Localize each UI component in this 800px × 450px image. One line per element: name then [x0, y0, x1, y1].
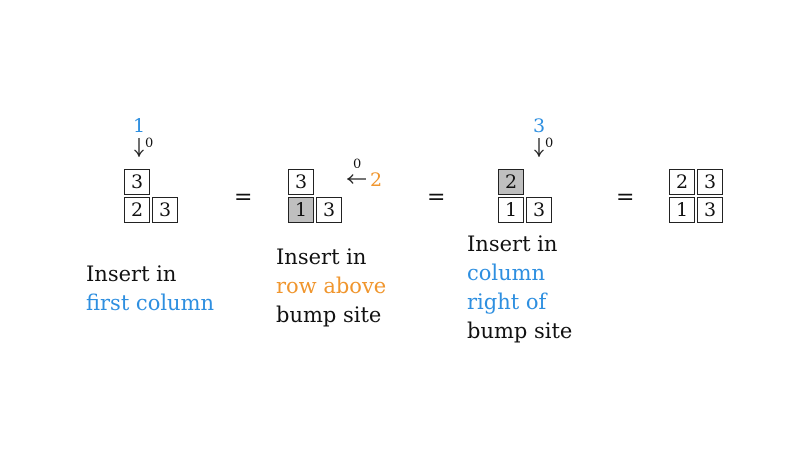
- caption-2: Insert in row above bump site: [276, 243, 386, 330]
- caption-3-line-2: column: [467, 261, 546, 285]
- tableau-3-top-0: 2: [498, 169, 524, 195]
- arrow-index-2: 0: [353, 157, 362, 172]
- down-arrow-icon: [534, 138, 544, 157]
- arrow-index-3: 0: [545, 136, 554, 151]
- tableau-1-bottom-0: 2: [124, 197, 150, 223]
- tableau-4-bottom-1: 3: [697, 197, 723, 223]
- equals-sign-2: =: [427, 185, 446, 210]
- tableau-3-bottom-0: 1: [498, 197, 524, 223]
- insert-value-3: 3: [533, 115, 546, 137]
- caption-1-line-1: Insert in: [86, 262, 177, 286]
- caption-3-line-1: Insert in: [467, 232, 558, 256]
- caption-3-line-3: right of: [467, 290, 547, 314]
- arrow-index-1: 0: [145, 136, 154, 151]
- tableau-2-bottom-1: 3: [316, 197, 342, 223]
- caption-3: Insert in column right of bump site: [467, 230, 572, 346]
- tableau-4-top-0: 2: [669, 169, 695, 195]
- tableau-1-top-0: 3: [124, 169, 150, 195]
- caption-3-line-4: bump site: [467, 319, 573, 343]
- left-arrow-icon: [347, 174, 366, 184]
- caption-2-line-2: row above: [276, 274, 387, 298]
- insert-value-2: 2: [370, 169, 383, 191]
- equals-sign-1: =: [234, 185, 253, 210]
- insert-value-1: 1: [133, 115, 146, 137]
- equals-sign-3: =: [616, 185, 635, 210]
- tableau-3-bottom-1: 3: [526, 197, 552, 223]
- caption-1-line-2: first column: [86, 291, 215, 315]
- tableau-2-top-0: 3: [288, 169, 314, 195]
- caption-2-line-3: bump site: [276, 303, 382, 327]
- tableau-4-bottom-0: 1: [669, 197, 695, 223]
- tableau-4-top-1: 3: [697, 169, 723, 195]
- caption-2-line-1: Insert in: [276, 245, 367, 269]
- down-arrow-icon: [134, 138, 144, 157]
- caption-1: Insert in first column: [86, 260, 214, 318]
- tableau-2-bottom-0: 1: [288, 197, 314, 223]
- tableau-1-bottom-1: 3: [152, 197, 178, 223]
